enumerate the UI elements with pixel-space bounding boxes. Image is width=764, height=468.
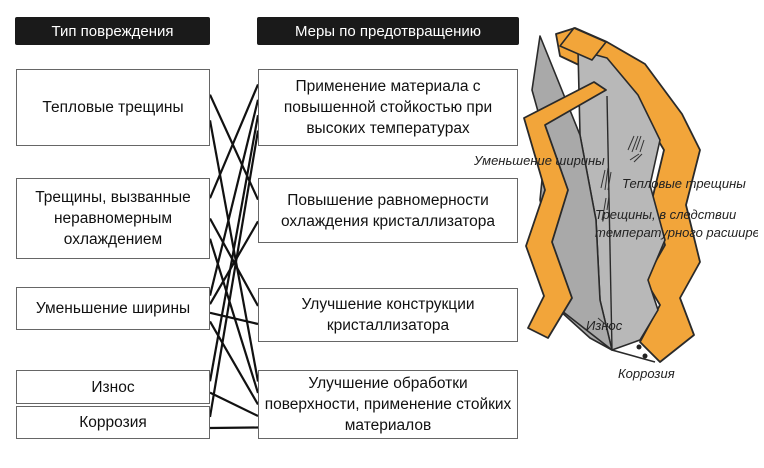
corner-edge-line — [606, 95, 613, 351]
measure-mold-design: Улучшение конструкции кристаллизатора — [258, 288, 518, 342]
copper-top-bar — [559, 27, 607, 61]
damage-uneven-cooling-cracks: Трещины, вызванные неравномерным охлажде… — [16, 178, 210, 259]
crack-marks — [600, 135, 645, 221]
connector-line — [208, 130, 260, 418]
connector-line — [209, 220, 259, 305]
measure-high-temperature-material: Применение материала с повышенной стойко… — [258, 69, 518, 146]
connector-line — [208, 99, 260, 296]
label-corrosion: Коррозия — [618, 366, 675, 381]
connector-line — [209, 311, 259, 326]
damage-thermal-cracks: Тепловые трещины — [16, 69, 210, 146]
damage-width-reduction: Уменьшение ширины — [16, 287, 210, 330]
damage-wear: Износ — [16, 370, 210, 404]
measure-cooling-uniformity: Повышение равномерности охлаждения крист… — [258, 178, 518, 243]
label-width-reduction: Уменьшение ширины — [474, 153, 605, 168]
label-expansion-cracks-1: Трещины, в следствии — [595, 207, 737, 222]
connector-line — [209, 391, 259, 417]
copper-plate-front — [523, 81, 607, 339]
header-damage-type: Тип повреждения — [15, 17, 210, 45]
header-prevention-measures: Меры по предотвращению — [257, 17, 519, 45]
label-wear: Износ — [586, 318, 623, 333]
connector-line — [208, 83, 260, 199]
label-expansion-cracks-2: температурного расширения — [595, 225, 758, 240]
corrosion-dot — [642, 353, 648, 359]
connector-line — [209, 426, 259, 430]
connector-line — [208, 115, 260, 382]
corrosion-dot — [636, 344, 642, 350]
damage-corrosion: Коррозия — [16, 406, 210, 439]
label-thermal-cracks: Тепловые трещины — [622, 176, 746, 191]
wear-leader — [597, 317, 613, 331]
measure-surface-treatment: Улучшение обработки поверхности, примене… — [258, 370, 518, 439]
